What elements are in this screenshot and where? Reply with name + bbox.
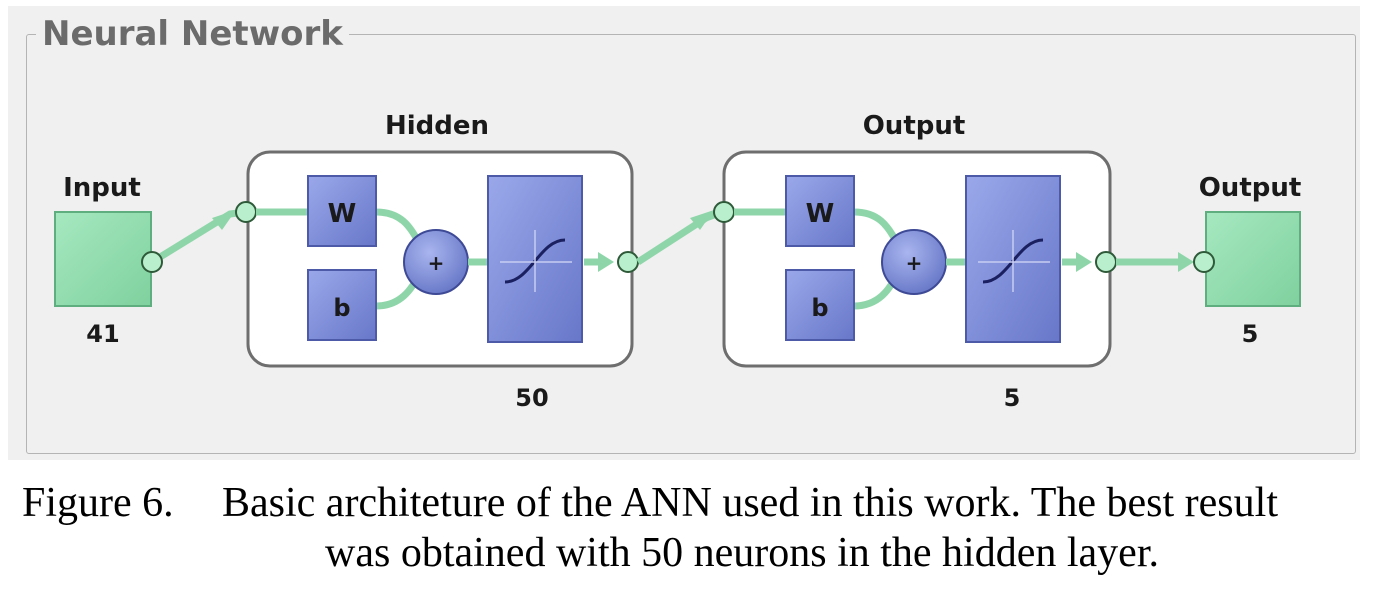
- output-block: Output 5: [1193, 173, 1302, 348]
- output-bias-label: b: [811, 294, 828, 322]
- output-layer-output-node: [1095, 251, 1117, 273]
- output-size: 5: [1242, 320, 1259, 348]
- arrow-head: [212, 210, 236, 230]
- hidden-weight-label: W: [328, 199, 357, 229]
- output-weight-label: W: [806, 199, 835, 229]
- hidden-size: 50: [515, 384, 548, 412]
- hidden-layer: Hidden W b + 50: [235, 111, 639, 412]
- output-box: [1205, 211, 1301, 307]
- connector-input-hidden: [141, 208, 247, 273]
- output-label: Output: [1199, 173, 1302, 203]
- output-layer: Output W b + 5: [713, 111, 1117, 412]
- output-layer-label: Output: [863, 111, 966, 141]
- caption-line-1: Basic architeture of the ANN used in thi…: [222, 480, 1278, 526]
- arrow-head: [598, 252, 614, 272]
- input-label: Input: [63, 173, 141, 203]
- arrow-head: [690, 210, 714, 230]
- hidden-label: Hidden: [385, 111, 489, 141]
- hidden-bias-box: [307, 269, 377, 341]
- output-port-node: [141, 251, 163, 273]
- connector-output-final: [1116, 252, 1194, 272]
- network-diagram: Input 41 Hidden W b + 50 Ou: [54, 111, 1302, 412]
- hidden-sum-label: +: [428, 251, 445, 275]
- group-border: [26, 34, 1356, 454]
- output-input-node: [1193, 251, 1215, 273]
- hidden-weight-box: [307, 175, 377, 247]
- arrow-head: [1076, 252, 1092, 272]
- input-block: Input 41: [54, 173, 152, 348]
- hidden-bias-label: b: [333, 294, 350, 322]
- panel-title: Neural Network: [36, 12, 349, 56]
- input-box: [54, 211, 152, 307]
- arrow-head: [1178, 252, 1194, 272]
- caption-line-2: was obtained with 50 neurons in the hidd…: [325, 530, 1159, 576]
- output-bias-box: [785, 269, 855, 341]
- connector-hidden-output: [636, 208, 724, 265]
- input-size: 41: [86, 320, 119, 348]
- figure-number: Figure 6.: [22, 480, 174, 526]
- hidden-output-node: [617, 251, 639, 273]
- output-layer-size: 5: [1004, 384, 1021, 412]
- output-weight-box: [785, 175, 855, 247]
- output-layer-input-node: [713, 201, 735, 223]
- hidden-input-node: [235, 201, 257, 223]
- output-sum-label: +: [906, 251, 923, 275]
